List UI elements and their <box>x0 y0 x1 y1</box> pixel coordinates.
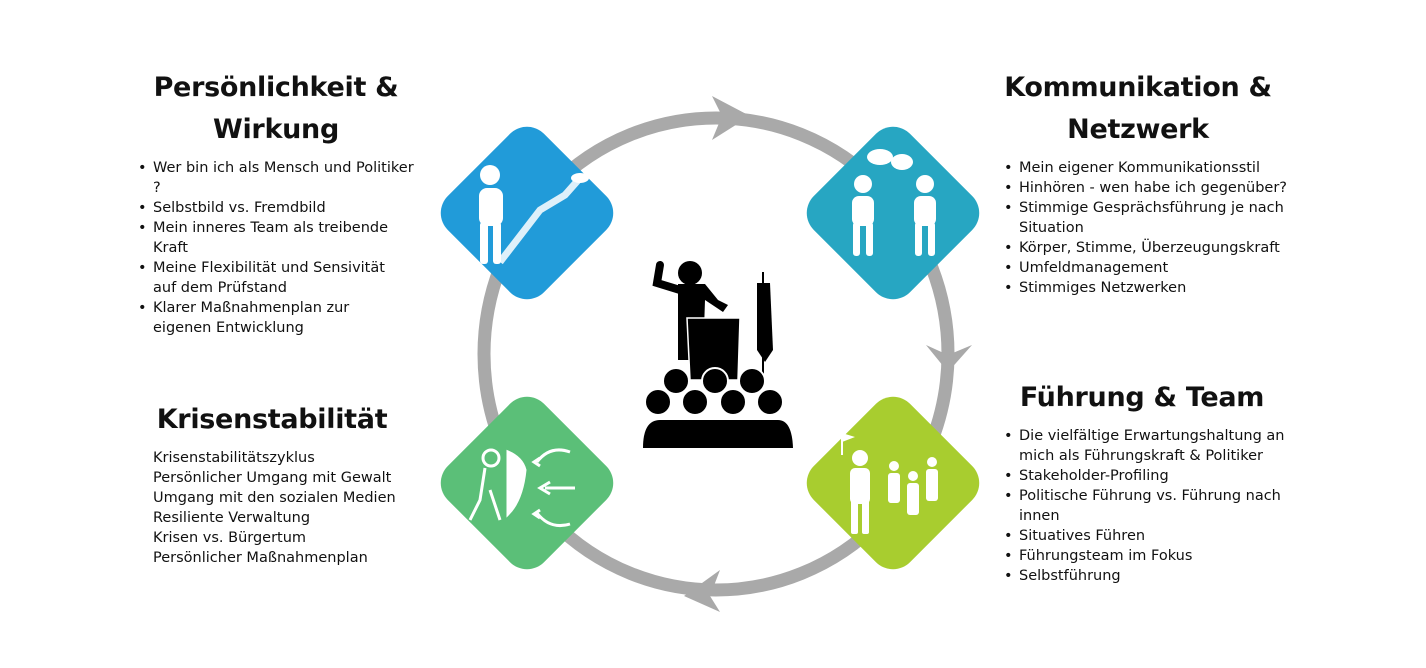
title-line: Führung & Team <box>1019 382 1265 413</box>
cycle-ring <box>477 111 955 597</box>
list-item: Persönlicher Umgang mit Gewalt <box>153 470 392 486</box>
list-item: Politische Führung vs. Führung nach inne… <box>1004 486 1304 526</box>
title-line: Persönlichkeit & <box>153 72 399 103</box>
list-fuehrung: Die vielfältige Erwartungshaltung an mic… <box>1004 426 1294 586</box>
shield-arrows-icon <box>468 448 575 528</box>
list-item: Stimmiges Netzwerken <box>1004 278 1294 298</box>
list-item: Krisen vs. Bürgertum <box>153 530 307 546</box>
diamond-kommunikation <box>806 126 980 300</box>
list-item: Führungsteam im Fokus <box>1004 546 1294 566</box>
list-item: Wer bin ich als Mensch und Politiker ? <box>138 158 423 198</box>
list-item: Meine Flexibilität und Sensivität auf de… <box>138 258 393 298</box>
list-item: Situatives Führen <box>1004 526 1294 546</box>
title-line: Netzwerk <box>1067 114 1209 145</box>
thinking-person-icon <box>479 165 589 265</box>
title-line: Krisenstabilität <box>156 404 388 435</box>
title-fuehrung: Führung & Team <box>992 377 1292 419</box>
arrow-left-icon <box>684 570 720 612</box>
list-kommunikation: Mein eigener Kommunikationsstil Hinhören… <box>1004 158 1294 298</box>
list-item: Umfeldmanagement <box>1004 258 1294 278</box>
list-item: Klarer Maßnahmenplan zur eigenen Entwick… <box>138 298 378 338</box>
list-item: Selbstbild vs. Fremdbild <box>138 198 423 218</box>
list-item: Resiliente Verwaltung <box>153 510 311 526</box>
list-item: Stakeholder-Profiling <box>1004 466 1294 486</box>
list-item: Hinhören - wen habe ich gegenüber? <box>1004 178 1294 198</box>
speaker-podium-icon <box>643 261 793 448</box>
title-krise: Krisenstabilität <box>122 399 422 441</box>
list-item: Die vielfältige Erwartungshaltung an mic… <box>1004 426 1304 466</box>
list-item: Selbstführung <box>1004 566 1294 586</box>
list-persoenlichkeit: Wer bin ich als Mensch und Politiker ? S… <box>138 158 423 338</box>
title-kommunikation: Kommunikation & Netzwerk <box>988 67 1288 151</box>
leader-team-icon <box>841 433 938 534</box>
list-item: Krisenstabilitätszyklus <box>153 450 315 466</box>
list-item: Persönlicher Maßnahmenplan <box>153 550 368 566</box>
title-line: Kommunikation & <box>1004 72 1272 103</box>
list-item: Mein inneres Team als treibende Kraft <box>138 218 393 258</box>
list-item: Körper, Stimme, Überzeugungskraft <box>1004 238 1294 258</box>
arrow-right-icon <box>712 96 750 140</box>
list-krise: Krisenstabilitätszyklus Persönlicher Umg… <box>153 448 423 568</box>
arrow-down-icon <box>926 345 972 372</box>
title-persoenlichkeit: Persönlichkeit & Wirkung <box>126 67 426 151</box>
list-item: Mein eigener Kommunikationsstil <box>1004 158 1294 178</box>
diamond-krise <box>440 396 614 570</box>
list-item: Stimmige Gesprächsführung je nach Situat… <box>1004 198 1294 238</box>
list-item: Umgang mit den sozialen Medien <box>153 490 396 506</box>
title-line: Wirkung <box>213 114 339 145</box>
people-talking-icon <box>852 149 936 256</box>
